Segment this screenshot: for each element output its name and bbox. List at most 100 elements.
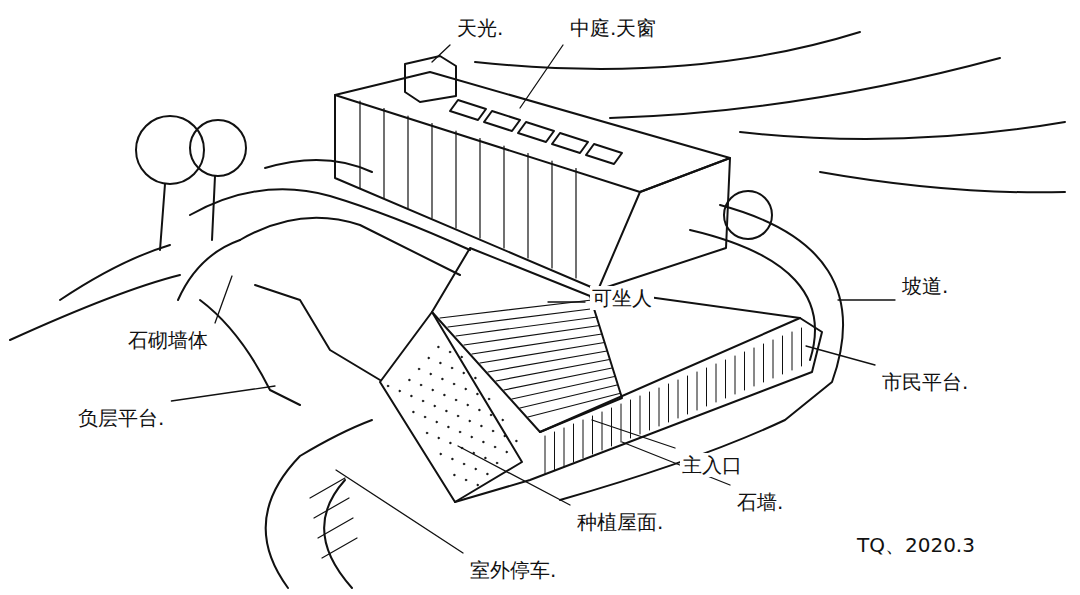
callout-label: 室外停车.	[468, 558, 558, 582]
planting-dot	[492, 430, 494, 432]
facade-line	[455, 131, 456, 228]
callout-label: 石墙.	[735, 490, 785, 514]
wall-hatch	[687, 376, 688, 414]
terrace	[240, 218, 460, 275]
skylight	[484, 111, 520, 131]
road	[560, 205, 843, 500]
planting-dot	[484, 457, 486, 459]
wall-hatch	[592, 416, 593, 454]
planting-dot	[490, 414, 492, 416]
callout-anchor: 市民平台.	[880, 370, 970, 394]
parking-stripe	[314, 498, 349, 518]
planting-dot	[422, 400, 424, 402]
planting-dot	[506, 451, 508, 453]
wall-hatch	[602, 412, 603, 450]
leader-line	[432, 45, 450, 62]
callout-anchor: 主入口	[680, 453, 744, 477]
planting-dot	[467, 404, 469, 406]
planting-dot	[418, 368, 420, 370]
callout-anchor: 中庭.天窗	[568, 16, 658, 40]
stair-hatch	[472, 334, 602, 354]
wall-hatch	[744, 352, 745, 390]
planting-dot	[437, 346, 439, 348]
planting-dot	[455, 399, 457, 401]
facade-line	[431, 124, 432, 219]
road	[690, 230, 815, 360]
callout-anchor: 室外停车.	[468, 558, 558, 582]
planting-dot	[465, 388, 467, 390]
callout-anchor: 负层平台.	[76, 406, 166, 430]
callout-label: 可坐人	[590, 286, 654, 310]
skylight	[450, 100, 486, 120]
skylight	[552, 133, 588, 153]
stair-hatch	[440, 300, 592, 318]
stair-hatch	[488, 351, 607, 372]
callout-label: TQ、2020.3	[855, 533, 977, 557]
terrace	[190, 189, 470, 250]
planting-dot	[453, 474, 455, 476]
planting-dot	[457, 415, 459, 417]
callout-anchor: TQ、2020.3	[855, 533, 977, 557]
wall-hatch	[668, 384, 669, 422]
callout-anchor: 可坐人	[590, 286, 654, 310]
tower	[405, 56, 456, 102]
stair-hatch	[504, 368, 612, 390]
stair-hatch	[456, 317, 597, 336]
planting-dot	[410, 395, 412, 397]
hill-line	[740, 122, 1065, 139]
callout-label: 坡道.	[900, 274, 950, 298]
callout-label: 市民平台.	[880, 370, 970, 394]
stair-hatch	[512, 377, 615, 400]
planting-dot	[440, 453, 442, 455]
planted-roof	[380, 312, 522, 502]
planting-dot	[486, 473, 488, 475]
wall-hatch	[697, 372, 698, 410]
parking-stripe	[310, 478, 345, 498]
callout-anchor: 天光.	[455, 16, 505, 40]
facade-line	[527, 154, 528, 259]
planting-dot	[399, 390, 401, 392]
leader-line	[215, 276, 232, 323]
terrace	[265, 160, 372, 172]
planting-dot	[447, 426, 449, 428]
planting-dot	[451, 367, 453, 369]
planting-dot	[434, 405, 436, 407]
stair-hatch	[480, 343, 605, 364]
planting-dot	[478, 409, 480, 411]
planting-dot	[424, 416, 426, 418]
leader-line	[592, 420, 675, 448]
planting-dot	[469, 420, 471, 422]
planting-dot	[443, 394, 445, 396]
leader-line	[548, 301, 585, 302]
wall-hatch	[545, 436, 546, 474]
wall-hatch	[640, 396, 641, 434]
wall-hatch	[782, 336, 783, 374]
planting-dot	[449, 442, 451, 444]
facade-line	[479, 139, 480, 239]
tree	[136, 116, 204, 184]
wall-hatch	[583, 420, 584, 458]
planting-dot	[475, 468, 477, 470]
wall-hatch	[773, 340, 774, 378]
planting-dot	[488, 398, 490, 400]
platform	[455, 318, 822, 502]
planting-dot	[461, 356, 463, 358]
callout-anchor: 坡道.	[900, 274, 950, 298]
planting-dot	[426, 432, 428, 434]
hill-line	[820, 172, 1065, 192]
stair-hatch	[464, 326, 600, 346]
planting-dot	[436, 421, 438, 423]
callout-anchor: 石墙.	[735, 490, 785, 514]
facade-line	[503, 146, 504, 248]
wall-hatch	[554, 432, 555, 470]
wall-hatch	[792, 332, 793, 370]
end-facade	[598, 158, 730, 290]
skylight	[518, 122, 554, 142]
planting-dot	[412, 411, 414, 413]
facade-line	[407, 116, 408, 208]
road	[324, 480, 352, 588]
stair-hatch	[528, 394, 620, 418]
hill-line	[475, 32, 860, 69]
callout-label: 负层平台.	[76, 406, 166, 430]
plinth	[255, 285, 380, 380]
